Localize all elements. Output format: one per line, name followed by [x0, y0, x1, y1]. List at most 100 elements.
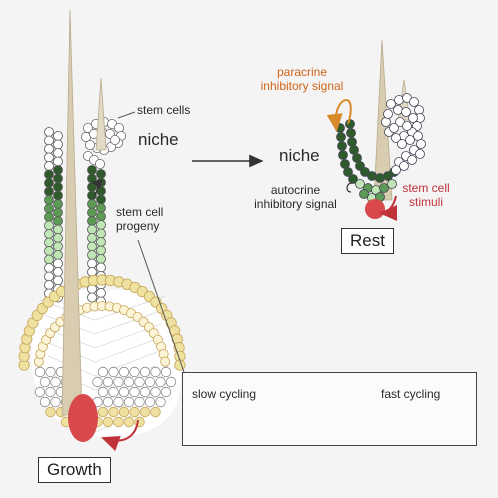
- sheath-cell: [53, 207, 63, 218]
- matrix-cell: [123, 396, 135, 408]
- matrix-cell: [113, 396, 124, 408]
- rest-cell: [348, 174, 358, 184]
- sheath-cell: [53, 216, 63, 226]
- matrix-cell: [139, 366, 151, 378]
- sheath-cell: [96, 177, 106, 188]
- dermal-papilla-growth: [68, 394, 98, 442]
- legend-fast-label: fast cycling: [381, 387, 441, 401]
- stimuli-line-1: stem cell: [402, 181, 450, 195]
- sheath-cell: [87, 292, 97, 303]
- sheath-cell: [53, 139, 63, 150]
- sheath-cell: [87, 233, 97, 243]
- sheath-cell: [96, 194, 106, 205]
- rest-cell: [347, 137, 357, 147]
- niche-cell: [95, 158, 106, 169]
- sheath-cell: [44, 161, 54, 171]
- matrix-cell: [92, 376, 103, 388]
- rest-cell: [336, 132, 346, 142]
- matrix-cell: [39, 396, 51, 408]
- sheath-cell: [96, 237, 106, 247]
- matrix-cell: [50, 376, 61, 388]
- sheath-cell: [44, 195, 54, 205]
- rest-cell: [367, 171, 377, 181]
- rest-cell: [383, 109, 393, 119]
- matrix-cell: [118, 406, 130, 418]
- rest-cell: [355, 179, 365, 189]
- matrix-cell: [123, 376, 135, 388]
- rest-cell: [391, 133, 401, 143]
- rest-cell: [387, 179, 397, 189]
- niche-cell: [110, 134, 121, 145]
- sheath-cell: [53, 258, 63, 269]
- sheath-cell: [87, 216, 97, 226]
- sheath-cell: [87, 190, 97, 201]
- mesh-line: [43, 323, 162, 349]
- matrix-cell: [118, 366, 130, 378]
- sheath-cell: [96, 228, 106, 239]
- matrix-cell: [108, 366, 119, 378]
- matrix-cell: [97, 386, 109, 398]
- rest-cell: [399, 161, 409, 171]
- sheath-cell: [53, 275, 63, 286]
- sheath-cell: [44, 237, 54, 248]
- rest-cell: [386, 99, 396, 109]
- bulb-inner-cell: [160, 356, 171, 367]
- rest-cell: [359, 189, 369, 199]
- sheath-cell: [44, 144, 54, 154]
- matrix-cell: [39, 376, 51, 388]
- rest-stage-label: Rest: [341, 228, 394, 254]
- matrix-cell: [165, 376, 177, 388]
- sheath-cell: [44, 220, 54, 231]
- sheath-cell: [44, 135, 54, 146]
- matrix-cell: [102, 376, 114, 388]
- matrix-cell: [102, 396, 114, 408]
- stem-cell-stimuli-label: stem cell stimuli: [395, 181, 457, 210]
- sheath-cell: [96, 211, 106, 222]
- matrix-cell: [160, 386, 172, 398]
- sheath-cell: [96, 203, 106, 213]
- matrix-cell: [108, 386, 119, 398]
- niche-label-growth: niche: [138, 130, 179, 149]
- sheath-cell: [96, 245, 106, 256]
- matrix-cell: [45, 406, 56, 418]
- sheath-cell: [44, 212, 54, 222]
- sheath-cell: [44, 203, 54, 214]
- matrix-cell: [45, 366, 56, 378]
- legend-box: [182, 372, 477, 446]
- sheath-cell: [96, 169, 106, 179]
- sheath-cell: [96, 262, 106, 273]
- rest-cell: [407, 155, 417, 165]
- rest-cell: [337, 141, 347, 151]
- rest-cell: [405, 135, 415, 145]
- sheath-cell: [44, 178, 54, 188]
- sheath-cell: [53, 182, 63, 192]
- sheath-cell: [44, 127, 54, 137]
- sheath-cell: [53, 224, 63, 235]
- matrix-cell: [129, 386, 140, 398]
- stimuli-line-2: stimuli: [408, 194, 443, 209]
- matrix-cell: [97, 406, 109, 418]
- rest-cell: [375, 173, 385, 183]
- paracrine-line-1: paracrine: [276, 65, 328, 79]
- rest-cell: [402, 121, 412, 131]
- sheath-cell: [53, 173, 63, 184]
- matrix-cell: [34, 366, 46, 378]
- sheath-cell: [44, 254, 54, 265]
- matrix-cell: [113, 416, 124, 428]
- matrix-cell: [118, 386, 130, 398]
- sheath-cell: [44, 186, 54, 197]
- matrix-cell: [150, 366, 161, 378]
- matrix-cell: [108, 406, 119, 418]
- sheath-cell: [53, 148, 63, 158]
- sheath-cell: [96, 288, 106, 298]
- rest-cell: [416, 139, 426, 149]
- autocrine-line-1: autocrine: [270, 183, 321, 197]
- rest-cell: [397, 139, 407, 149]
- matrix-cell: [134, 396, 145, 408]
- rest-cell: [381, 117, 391, 127]
- sheath-cell: [87, 224, 97, 235]
- sheath-cell: [53, 250, 63, 260]
- rest-cell: [394, 95, 404, 105]
